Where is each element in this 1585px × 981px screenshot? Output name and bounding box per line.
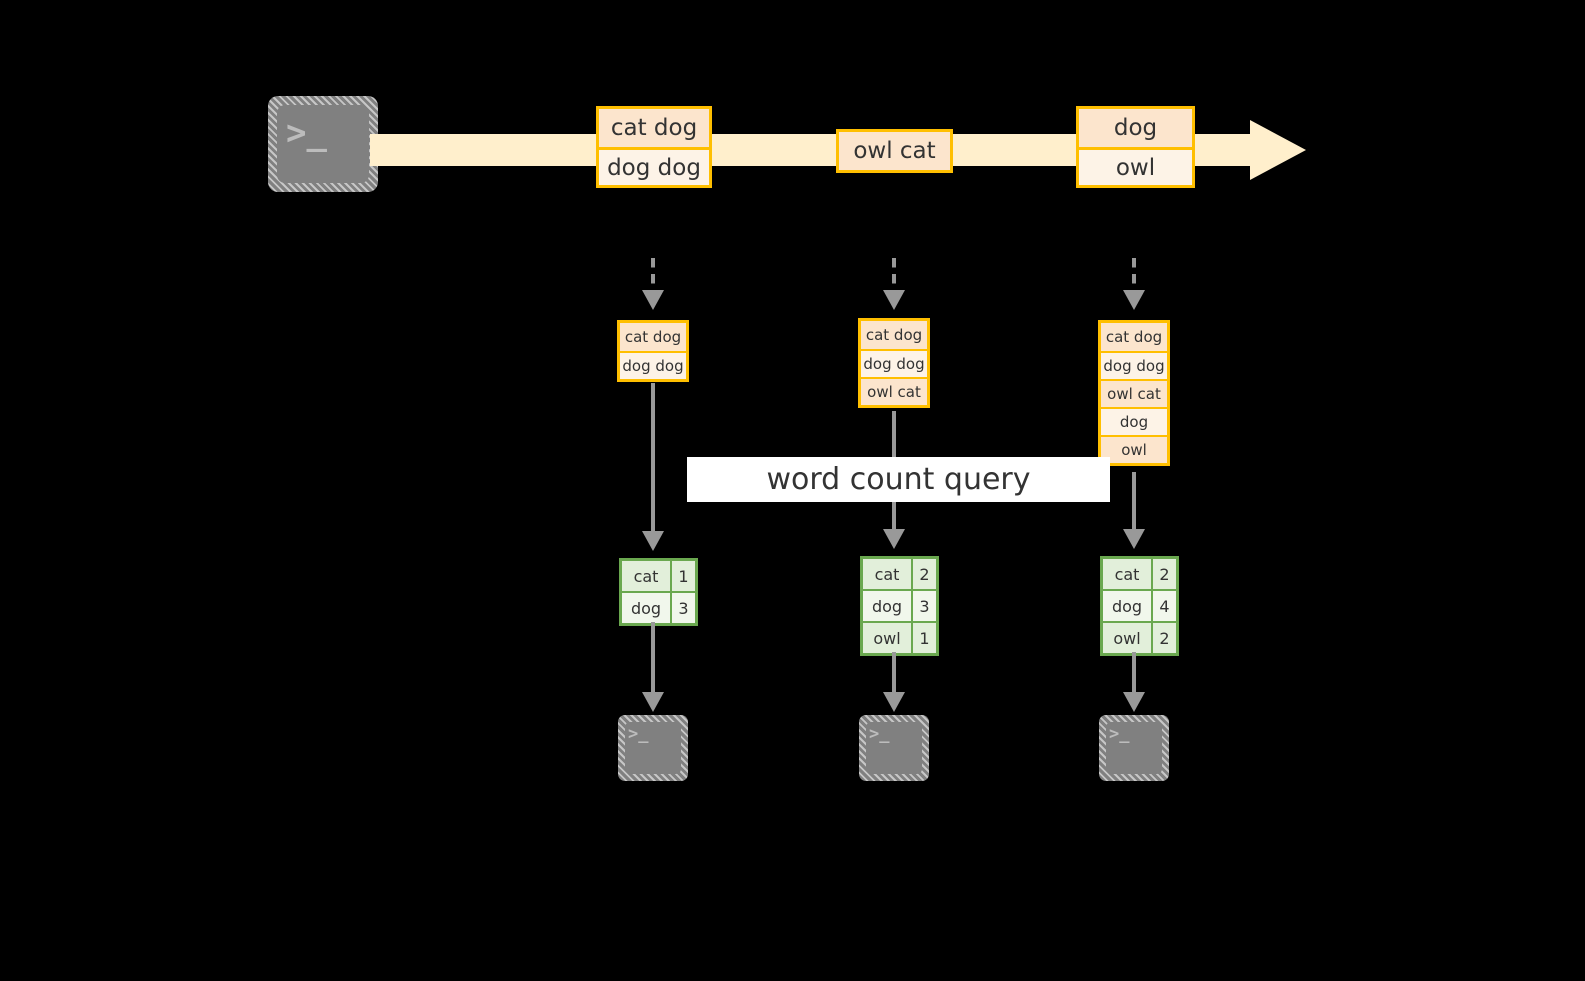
snapshot-2-feed-line [892, 258, 896, 292]
snapshot-1-feed-line [651, 258, 655, 292]
stream-band-segment-1 [370, 134, 600, 166]
input-line: cat dog [1101, 323, 1167, 351]
message-line: owl cat [839, 132, 950, 170]
input-line: owl [1101, 435, 1167, 463]
stream-arrowhead [1250, 120, 1306, 180]
stream-message-2[interactable]: owl cat [836, 129, 953, 173]
input-line: dog [1101, 407, 1167, 435]
table-row: owl 1 [863, 621, 936, 653]
terminal-prompt-glyph: >_ [286, 113, 327, 153]
stream-band-segment-2 [710, 134, 840, 166]
snapshot-1-feed-arrowhead [642, 290, 664, 310]
snapshot-3-feed-line [1132, 258, 1136, 292]
query-label-band: word count query [687, 457, 1110, 502]
result-word: cat [863, 559, 911, 589]
source-terminal-icon: >_ [268, 96, 378, 192]
terminal-screen [866, 722, 922, 774]
terminal-screen [277, 105, 369, 183]
snapshot-2-query-arrowhead [883, 529, 905, 549]
snapshot-1-sink-terminal-icon: >_ [618, 715, 688, 781]
snapshot-1-sink-arrowhead [642, 692, 664, 712]
input-line: dog dog [620, 351, 686, 379]
snapshot-2-sink-terminal-icon: >_ [859, 715, 929, 781]
result-word: dog [1103, 591, 1151, 621]
terminal-screen [1106, 722, 1162, 774]
message-line: owl [1079, 147, 1192, 185]
snapshot-3-sink-terminal-icon: >_ [1099, 715, 1169, 781]
input-line: cat dog [861, 321, 927, 349]
input-line: cat dog [620, 323, 686, 351]
snapshot-2-input-box[interactable]: cat dog dog dog owl cat [858, 318, 930, 408]
table-row: dog 3 [622, 591, 695, 623]
snapshot-1-query-arrowhead [642, 531, 664, 551]
table-row: cat 2 [1103, 559, 1176, 589]
result-count: 2 [911, 559, 936, 589]
snapshot-2-result-table[interactable]: cat 2 dog 3 owl 1 [860, 556, 939, 656]
snapshot-3-sink-arrowhead [1123, 692, 1145, 712]
snapshot-1-query-line [651, 383, 655, 533]
result-count: 1 [911, 623, 936, 653]
snapshot-3-query-arrowhead [1123, 529, 1145, 549]
result-word: cat [622, 561, 670, 591]
snapshot-3-input-box[interactable]: cat dog dog dog owl cat dog owl [1098, 320, 1170, 466]
result-word: owl [863, 623, 911, 653]
snapshot-2-sink-arrowhead [883, 692, 905, 712]
input-line: dog dog [861, 349, 927, 377]
table-row: cat 1 [622, 561, 695, 591]
stream-message-3[interactable]: dog owl [1076, 106, 1195, 188]
snapshot-3-query-line [1132, 472, 1136, 532]
terminal-prompt-glyph: >_ [628, 724, 649, 744]
terminal-prompt-glyph: >_ [869, 724, 890, 744]
input-line: dog dog [1101, 351, 1167, 379]
message-line: dog dog [599, 147, 709, 185]
result-count: 2 [1151, 623, 1176, 653]
stream-message-1[interactable]: cat dog dog dog [596, 106, 712, 188]
result-word: cat [1103, 559, 1151, 589]
snapshot-2-sink-line [892, 652, 896, 694]
table-row: dog 3 [863, 589, 936, 621]
result-count: 1 [670, 561, 695, 591]
snapshot-1-sink-line [651, 622, 655, 694]
result-count: 2 [1151, 559, 1176, 589]
query-label-text: word count query [766, 462, 1031, 497]
result-word: dog [863, 591, 911, 621]
table-row: owl 2 [1103, 621, 1176, 653]
snapshot-3-result-table[interactable]: cat 2 dog 4 owl 2 [1100, 556, 1179, 656]
terminal-prompt-glyph: >_ [1109, 724, 1130, 744]
snapshot-2-feed-arrowhead [883, 290, 905, 310]
stream-band-segment-4 [1192, 134, 1252, 166]
message-line: cat dog [599, 109, 709, 147]
input-line: owl cat [861, 377, 927, 405]
message-line: dog [1079, 109, 1192, 147]
snapshot-3-sink-line [1132, 652, 1136, 694]
result-count: 3 [911, 591, 936, 621]
stream-band-segment-3 [950, 134, 1080, 166]
table-row: cat 2 [863, 559, 936, 589]
input-line: owl cat [1101, 379, 1167, 407]
snapshot-1-input-box[interactable]: cat dog dog dog [617, 320, 689, 382]
table-row: dog 4 [1103, 589, 1176, 621]
snapshot-3-feed-arrowhead [1123, 290, 1145, 310]
snapshot-1-result-table[interactable]: cat 1 dog 3 [619, 558, 698, 626]
result-count: 3 [670, 593, 695, 623]
result-word: dog [622, 593, 670, 623]
result-word: owl [1103, 623, 1151, 653]
result-count: 4 [1151, 591, 1176, 621]
terminal-screen [625, 722, 681, 774]
